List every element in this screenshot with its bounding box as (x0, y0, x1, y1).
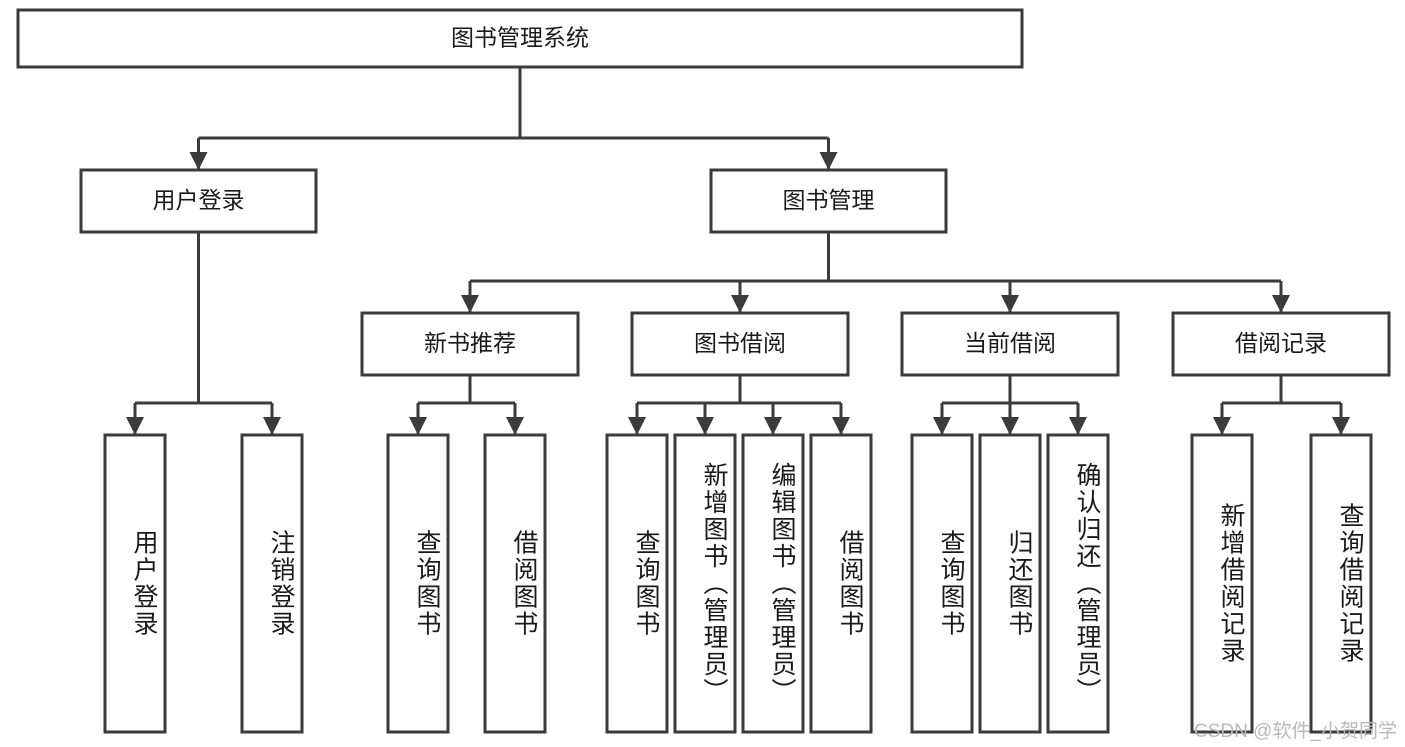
arrow-head-icon (1272, 295, 1290, 313)
node-leaf-return-book[interactable]: 归还图书 (978, 433, 1042, 734)
arrow-head-icon (506, 417, 524, 435)
node-leaf-query-book-3[interactable]: 查询图书 (910, 433, 974, 734)
arrow-head-icon (1069, 417, 1087, 435)
node-box (240, 433, 304, 734)
arrow-head-icon (819, 152, 838, 170)
node-box (16, 8, 1024, 69)
arrow-head-icon (1001, 295, 1019, 313)
node-label: 查询图书 (413, 530, 442, 638)
node-label: 注销登录 (267, 530, 296, 638)
node-label: 归还图书 (1005, 530, 1034, 638)
node-box (673, 433, 737, 734)
arrow-head-icon (832, 417, 850, 435)
arrow-head-icon (1001, 417, 1019, 435)
arrow-head-icon (731, 295, 749, 313)
arrow-head-icon (1213, 417, 1231, 435)
node-box (741, 433, 805, 734)
node-leaf-confirm-return[interactable]: 确认归还（管理员） (1046, 433, 1110, 734)
node-box (79, 168, 318, 234)
node-label: 查询图书 (632, 530, 661, 638)
node-box (1309, 433, 1373, 734)
node-box (605, 433, 669, 734)
node-box (360, 311, 580, 377)
node-box (630, 311, 850, 377)
arrow-head-icon (764, 417, 782, 435)
node-leaf-query-book-2[interactable]: 查询图书 (605, 433, 669, 734)
arrow-head-icon (189, 152, 208, 170)
node-new-book-rec[interactable]: 新书推荐 (360, 311, 580, 377)
node-leaf-edit-book[interactable]: 编辑图书（管理员） (741, 433, 805, 734)
node-layer: 图书管理系统用户登录图书管理新书推荐图书借阅当前借阅借阅记录用户登录注销登录查询… (16, 8, 1391, 734)
node-box (1190, 433, 1254, 734)
arrow-head-icon (126, 417, 144, 435)
node-leaf-add-record[interactable]: 新增借阅记录 (1190, 433, 1254, 734)
node-label: 新增图书（管理员） (700, 462, 729, 705)
node-box (483, 433, 547, 734)
node-box (1171, 311, 1391, 377)
arrow-head-icon (933, 417, 951, 435)
node-leaf-logout[interactable]: 注销登录 (240, 433, 304, 734)
arrow-head-icon (263, 417, 281, 435)
connector-layer (126, 67, 1350, 435)
node-current-borrow[interactable]: 当前借阅 (900, 311, 1120, 377)
node-box (978, 433, 1042, 734)
node-book-manage[interactable]: 图书管理 (709, 168, 948, 234)
node-label: 借阅图书 (510, 530, 539, 638)
node-label: 借阅记录 (1235, 330, 1327, 356)
node-leaf-query-record[interactable]: 查询借阅记录 (1309, 433, 1373, 734)
node-leaf-add-book[interactable]: 新增图书（管理员） (673, 433, 737, 734)
node-box (910, 433, 974, 734)
node-leaf-query-book-1[interactable]: 查询图书 (386, 433, 450, 734)
node-label: 查询借阅记录 (1336, 503, 1365, 665)
node-label: 用户登录 (153, 187, 245, 213)
node-label: 图书借阅 (694, 330, 786, 356)
node-root[interactable]: 图书管理系统 (16, 8, 1024, 69)
arrow-head-icon (628, 417, 646, 435)
arrow-head-icon (461, 295, 479, 313)
node-user-login[interactable]: 用户登录 (79, 168, 318, 234)
node-book-borrow[interactable]: 图书借阅 (630, 311, 850, 377)
node-box (103, 433, 167, 734)
node-borrow-record[interactable]: 借阅记录 (1171, 311, 1391, 377)
node-box (709, 168, 948, 234)
node-leaf-borrow-book-1[interactable]: 借阅图书 (483, 433, 547, 734)
node-label: 当前借阅 (964, 330, 1056, 356)
node-label: 借阅图书 (836, 530, 865, 638)
arrow-head-icon (409, 417, 427, 435)
node-label: 用户登录 (130, 530, 159, 638)
node-box (900, 311, 1120, 377)
node-leaf-user-login[interactable]: 用户登录 (103, 433, 167, 734)
node-box (1046, 433, 1110, 734)
node-label: 新书推荐 (424, 330, 516, 356)
node-label: 新增借阅记录 (1217, 503, 1246, 665)
node-label: 图书管理 (783, 187, 875, 213)
node-leaf-borrow-book-2[interactable]: 借阅图书 (809, 433, 873, 734)
node-label: 编辑图书（管理员） (768, 462, 797, 705)
node-label: 图书管理系统 (451, 25, 589, 51)
node-box (386, 433, 450, 734)
node-label: 查询图书 (937, 530, 966, 638)
node-box (809, 433, 873, 734)
arrow-head-icon (1332, 417, 1350, 435)
node-label: 确认归还（管理员） (1073, 462, 1102, 705)
arrow-head-icon (696, 417, 714, 435)
